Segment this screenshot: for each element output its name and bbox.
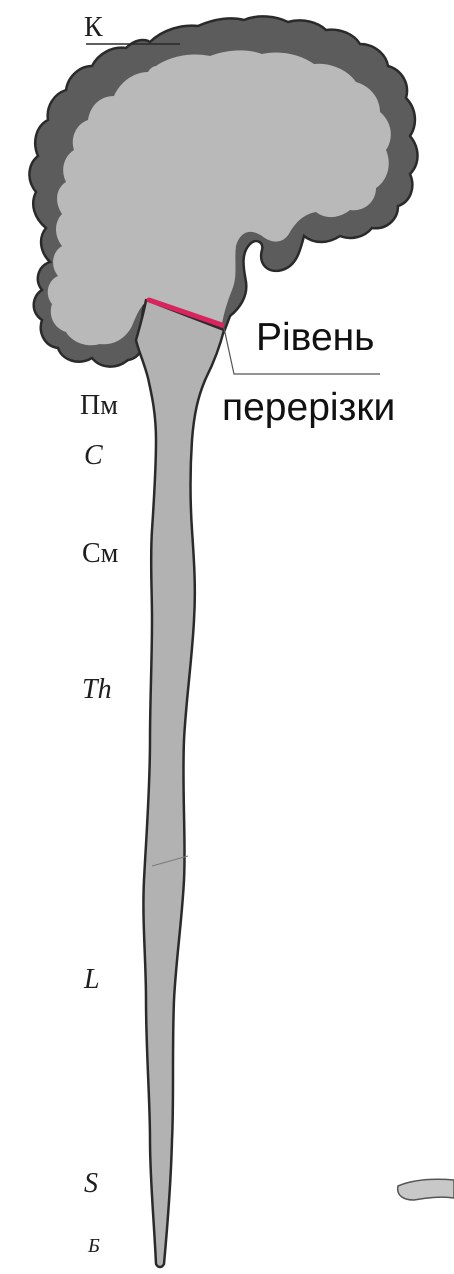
label-cortex: К	[84, 14, 103, 42]
label-cervical: С	[84, 442, 103, 470]
annotation-line-2: перерізки	[222, 388, 395, 427]
label-sacral: S	[84, 1170, 98, 1198]
label-cerebellum: См	[82, 540, 118, 568]
label-thoracic: Th	[82, 676, 112, 704]
partial-figure-fragment	[398, 1179, 454, 1200]
label-lumbar: L	[84, 966, 100, 994]
label-medulla: Пм	[80, 392, 118, 420]
spinal-cord	[136, 300, 224, 1267]
annotation-line-1: Рівень	[256, 318, 375, 357]
label-b: Б	[88, 1236, 100, 1256]
